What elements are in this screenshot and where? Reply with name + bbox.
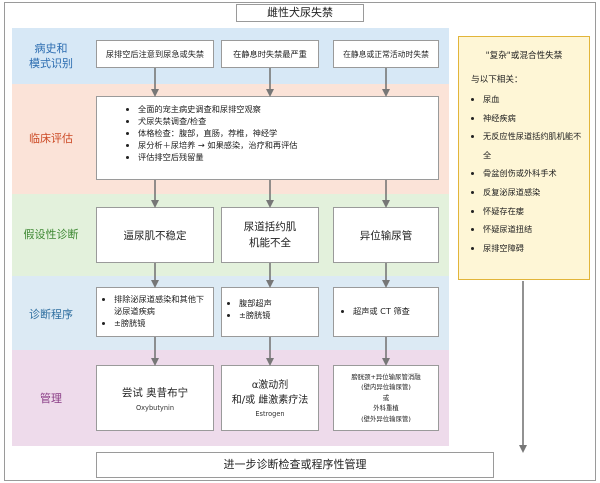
management-box-oxybutynin: 尝试 奥昔布宁 Oxybutynin: [96, 365, 214, 431]
complex-incontinence-panel: "复杂"或混合性失禁 与以下相关： 尿血 神经疾病 无反应性尿道括约肌机能不全 …: [458, 36, 590, 280]
side-item: 怀疑尿道扭结: [483, 220, 583, 239]
management-main-text: α激动剂 和/或 雌激素疗法: [231, 380, 309, 406]
further-workup-box: 进一步诊断检查或程序性管理: [96, 452, 494, 478]
procedure-box-3: 超声或 CT 筛查: [333, 287, 439, 337]
side-item: 无反应性尿道括约肌机能不全: [483, 127, 583, 164]
management-sub-text: Oxybutynin: [135, 403, 175, 412]
management-line: (壁外异位输尿管): [361, 414, 411, 423]
row-label-history: 病史和 模式识别: [29, 42, 73, 70]
diagram-title: 雌性犬尿失禁: [236, 4, 364, 22]
management-line: 或: [382, 393, 390, 402]
side-item: 神经疾病: [483, 109, 583, 128]
side-panel-subtitle: 与以下相关：: [471, 75, 523, 85]
side-item: 骨盆创伤或外科手术: [483, 164, 583, 183]
side-item: 怀疑存在瘘: [483, 202, 583, 221]
diagnosis-detrusor-instability: 逼尿肌不稳定: [96, 207, 214, 263]
procedure-item: 超声或 CT 筛查: [353, 305, 434, 317]
clinical-item: 犬尿失禁调查/检查: [138, 115, 430, 127]
management-box-agonist: α激动剂 和/或 雌激素疗法 Estrogen: [221, 365, 319, 431]
management-main-text: 尝试 奥昔布宁: [121, 386, 189, 399]
row-label-management: 管理: [40, 391, 62, 405]
side-panel-title: "复杂"或混合性失禁: [485, 51, 563, 61]
management-box-surgery: 膀胱颈+异位输尿管消融 (壁内异位输尿管) 或 外科重植 (壁外异位输尿管): [333, 365, 439, 431]
history-box-rest: 在静息时失禁最严重: [221, 40, 319, 68]
clinical-item: 尿分析＋尿培养 → 如果感染，治疗和再评估: [138, 139, 430, 151]
clinical-item: 体格检查：腹部，直肠，荐椎，神经学: [138, 127, 430, 139]
management-sub-text: Estrogen: [255, 410, 285, 418]
clinical-item: 全面的宠主病史调查和尿排空观察: [138, 103, 430, 115]
procedure-box-1: 排除泌尿道感染和其他下泌尿道疾病 ±膀胱镜: [96, 287, 214, 337]
side-item: 反复泌尿道感染: [483, 183, 583, 202]
management-line: 膀胱颈+异位输尿管消融: [351, 372, 421, 381]
procedure-item: 腹部超声: [239, 297, 314, 309]
diagram-frame: [4, 2, 596, 481]
diagnosis-ectopic-ureter: 异位输尿管: [333, 207, 439, 263]
procedure-box-2: 腹部超声 ±膀胱镜: [221, 287, 319, 337]
management-line: (壁内异位输尿管): [361, 383, 411, 392]
row-label-clinical: 临床评估: [29, 131, 73, 145]
side-item: 尿排空障碍: [483, 239, 583, 258]
management-line: 外科重植: [373, 404, 399, 413]
clinical-item: 评估排空后残留量: [138, 151, 430, 163]
procedure-item: ±膀胱镜: [114, 317, 209, 329]
row-label-diagnosis: 假设性诊断: [23, 227, 79, 241]
procedure-item: ±膀胱镜: [239, 309, 314, 321]
row-label-procedures: 诊断程序: [29, 307, 73, 321]
side-item: 尿血: [483, 90, 583, 109]
history-box-urgency: 尿排空后注意到尿急或失禁: [96, 40, 214, 68]
diagnosis-sphincter-incompetence: 尿道括约肌 机能不全: [221, 207, 319, 263]
clinical-evaluation-box: 全面的宠主病史调查和尿排空观察 犬尿失禁调查/检查 体格检查：腹部，直肠，荐椎，…: [96, 96, 439, 180]
history-box-activity: 在静息或正常活动时失禁: [333, 40, 439, 68]
procedure-item: 排除泌尿道感染和其他下泌尿道疾病: [114, 293, 209, 317]
